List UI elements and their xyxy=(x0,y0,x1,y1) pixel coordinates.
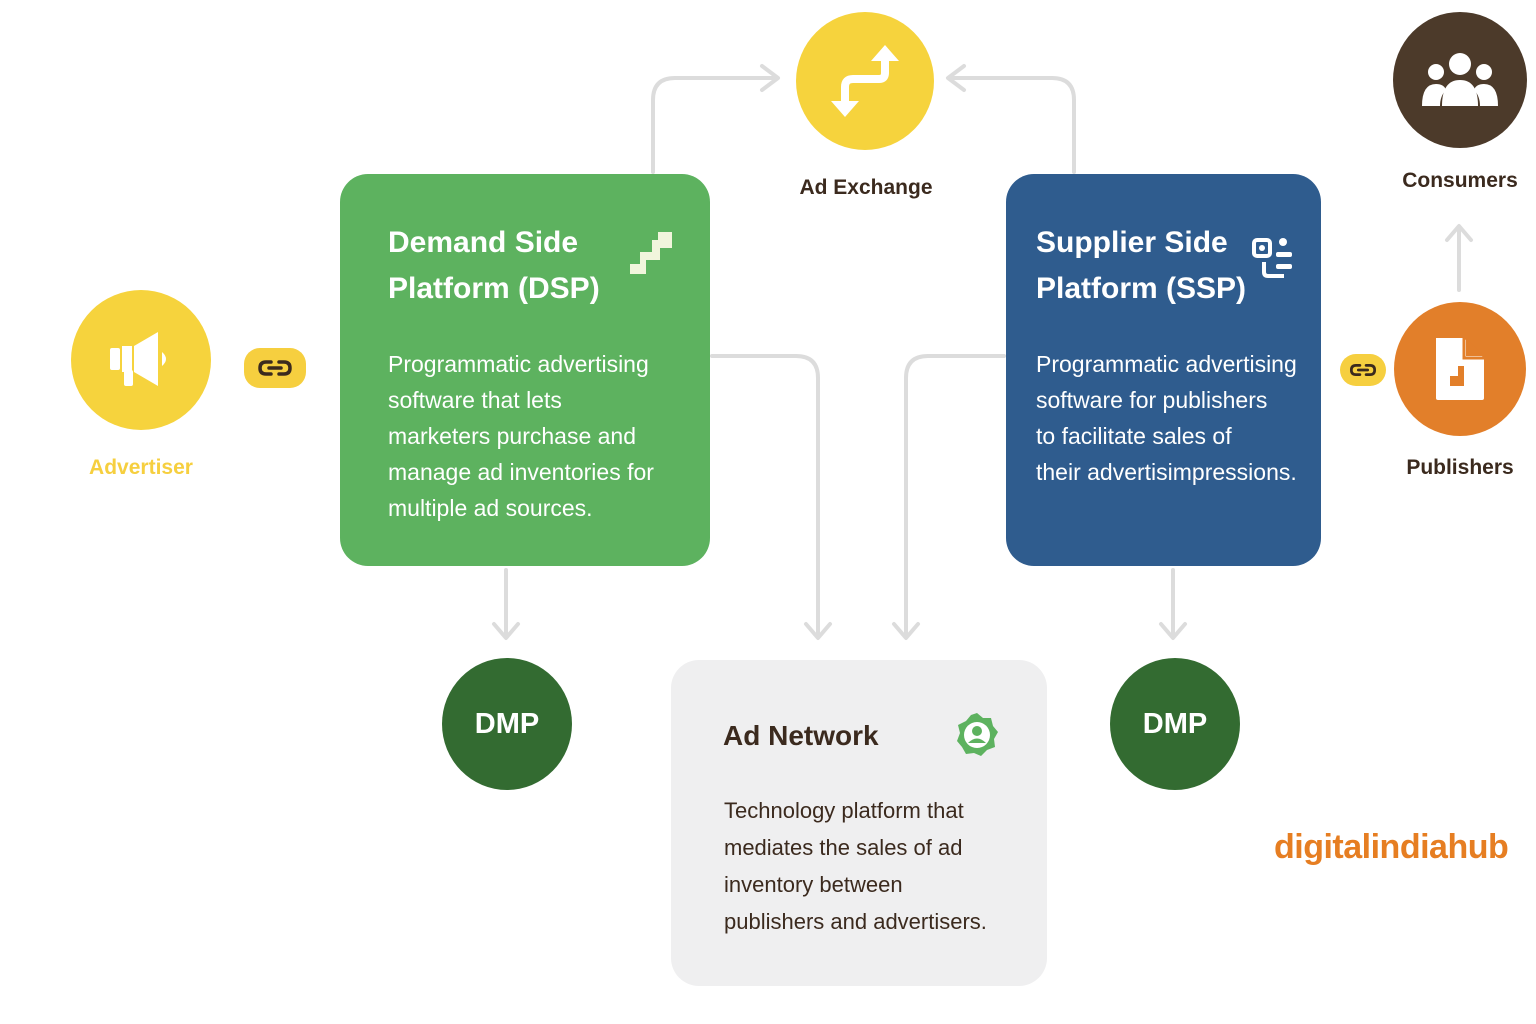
ad-network-desc-line: publishers and advertisers. xyxy=(724,909,987,934)
advertiser-label: Advertiser xyxy=(89,456,193,479)
dsp-to-exchange-arrowhead xyxy=(760,64,780,92)
dsp-desc-line: marketers purchase and xyxy=(388,423,637,449)
megaphone-icon xyxy=(110,332,166,386)
dsp-to-network-line xyxy=(710,354,820,638)
connector-icon xyxy=(1252,238,1292,278)
consumers-node[interactable] xyxy=(1393,12,1527,148)
publishers-node[interactable] xyxy=(1394,302,1526,436)
user-badge-icon xyxy=(957,713,998,756)
dmp-left-node[interactable]: DMP xyxy=(442,658,572,790)
ssp-title: Supplier Side Platform (SSP) xyxy=(1036,220,1246,312)
ssp-to-network-line xyxy=(904,354,1006,638)
ssp-title-line1: Supplier Side xyxy=(1036,226,1228,259)
ad-exchange-label: Ad Exchange xyxy=(799,176,933,199)
dsp-desc-line: multiple ad sources. xyxy=(388,495,593,521)
stairs-icon xyxy=(630,232,672,274)
link-icon xyxy=(1349,363,1377,377)
ad-network-title: Ad Network xyxy=(723,720,879,751)
brand-logo-text: digitalindiahub xyxy=(1274,828,1509,866)
ad-exchange-node[interactable] xyxy=(796,12,934,150)
dsp-desc-line: Programmatic advertising xyxy=(388,351,649,377)
ssp-desc-line: Programmatic advertising xyxy=(1036,351,1297,377)
ad-network-desc-line: Technology platform that xyxy=(724,798,964,823)
dmp-right-node[interactable]: DMP xyxy=(1110,658,1240,790)
ssp-title-line2: Platform (SSP) xyxy=(1036,272,1247,305)
dsp-desc-line: software that lets xyxy=(388,387,562,413)
ad-network-card[interactable]: Ad Network Technology platform that medi… xyxy=(671,660,1047,986)
ad-network-desc-line: inventory between xyxy=(724,872,903,897)
ssp-desc-line: their advertisimpressions. xyxy=(1036,459,1297,485)
dsp-title: Demand Side Platform (DSP) xyxy=(388,220,600,312)
ssp-to-exchange-arrowhead xyxy=(946,64,966,92)
ssp-desc-line: software for publishers xyxy=(1036,387,1268,413)
link-icon xyxy=(258,360,292,376)
ad-network-description: Technology platform that mediates the sa… xyxy=(724,792,987,940)
consumers-label: Consumers xyxy=(1402,169,1518,192)
link-connector-right xyxy=(1340,354,1386,386)
dsp-to-exchange-line xyxy=(651,76,778,174)
ssp-description: Programmatic advertising software for pu… xyxy=(1036,346,1297,490)
ssp-to-network-arrowhead xyxy=(892,622,920,640)
ssp-to-exchange-line xyxy=(948,76,1076,174)
link-connector-left xyxy=(244,348,306,388)
ssp-card[interactable]: Supplier Side Platform (SSP) Programmati… xyxy=(1006,174,1321,566)
dsp-title-line2: Platform (DSP) xyxy=(388,272,600,305)
dsp-description: Programmatic advertising software that l… xyxy=(388,346,654,526)
publishers-to-consumers-arrowhead xyxy=(1445,224,1473,242)
ad-network-desc-line: mediates the sales of ad xyxy=(724,835,963,860)
exchange-arrows-icon xyxy=(831,45,899,117)
advertiser-node[interactable] xyxy=(71,290,211,430)
ssp-desc-line: to facilitate sales of xyxy=(1036,423,1232,449)
document-icon xyxy=(1436,338,1484,400)
dsp-card[interactable]: Demand Side Platform (DSP) Programmatic … xyxy=(340,174,710,566)
publishers-label: Publishers xyxy=(1406,456,1514,479)
dsp-to-dmp-arrowhead xyxy=(492,622,520,640)
dsp-to-network-arrowhead xyxy=(804,622,832,640)
ssp-to-dmp-arrowhead xyxy=(1159,622,1187,640)
dsp-title-line1: Demand Side xyxy=(388,226,579,259)
users-group-icon xyxy=(1422,53,1498,106)
dsp-desc-line: manage ad inventories for xyxy=(388,459,654,485)
